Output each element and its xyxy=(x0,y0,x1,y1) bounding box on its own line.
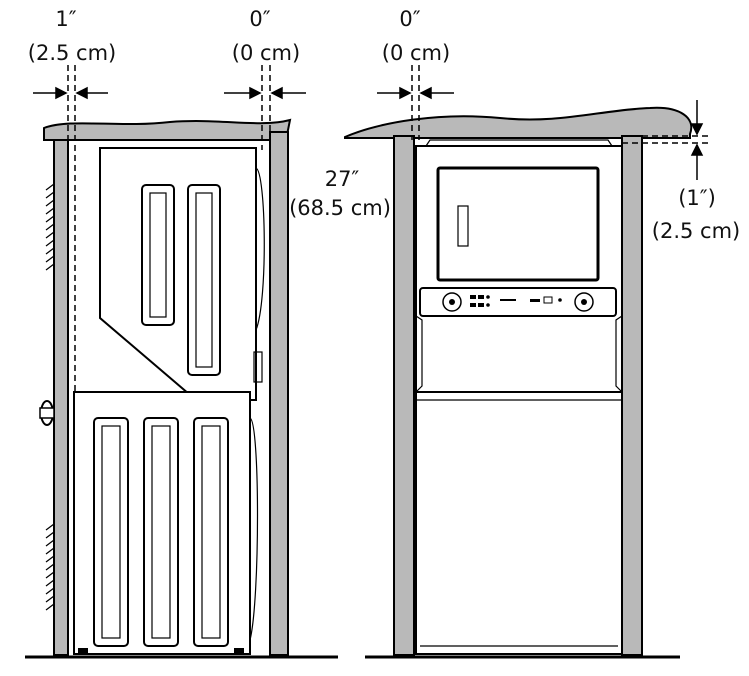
washer-slot-1 xyxy=(93,417,129,647)
top-gap-arrows xyxy=(690,100,704,180)
dryer-unit-side xyxy=(99,147,257,401)
wall-hatch-upper xyxy=(45,183,55,271)
cabinet-top-front xyxy=(344,106,693,139)
wall-hatch-lower xyxy=(45,523,55,611)
washer-slot-3 xyxy=(193,417,229,647)
dryer-back-bulge xyxy=(255,167,265,331)
dryer-slot-1-inner xyxy=(149,192,167,318)
dryer-slot-2-inner xyxy=(195,192,213,368)
washer-back-bulge xyxy=(249,417,259,641)
appliance-top-bevel xyxy=(425,139,613,147)
washer-slot-2 xyxy=(143,417,179,647)
left-wall-side xyxy=(53,139,69,656)
control-panel xyxy=(419,287,617,317)
top-gap-metric: (2.5 cm) xyxy=(652,219,740,243)
left-wall-front xyxy=(393,135,415,656)
control-buttons xyxy=(470,295,562,307)
back-gap-arrows xyxy=(224,86,306,100)
top-gap-label: (1″) xyxy=(678,186,716,210)
side-gap-metric: (2.5 cm) xyxy=(28,41,116,65)
depth-metric: (68.5 cm) xyxy=(289,196,391,220)
right-wall-front xyxy=(621,135,643,656)
right-dial-knob xyxy=(574,292,594,312)
left-dial-knob xyxy=(442,292,462,312)
front-gap-label: 0″ xyxy=(399,7,420,31)
dryer-vent-box xyxy=(253,351,263,383)
front-gap-metric: (0 cm) xyxy=(382,41,450,65)
cabinet-top-side xyxy=(43,118,292,141)
washer-foot-back xyxy=(234,648,244,655)
water-valve-icon xyxy=(39,400,55,426)
dryer-door-handle xyxy=(457,205,469,247)
dryer-slot-2 xyxy=(187,184,221,376)
mid-trim-right xyxy=(615,315,623,393)
back-gap-label: 0″ xyxy=(249,7,270,31)
side-gap-arrows xyxy=(33,86,108,100)
dryer-door xyxy=(436,166,600,282)
washer-slot-2-inner xyxy=(151,425,171,639)
side-view: 1″ (2.5 cm) 0″ (0 cm) xyxy=(25,7,338,659)
washer-foot-front xyxy=(78,648,88,655)
back-gap-metric: (0 cm) xyxy=(232,41,300,65)
mid-trim xyxy=(415,315,423,393)
front-view xyxy=(344,65,708,659)
right-wall-side xyxy=(269,131,289,656)
depth-label: 27″ xyxy=(325,167,360,191)
dryer-slot-1 xyxy=(141,184,175,326)
front-gap-arrows xyxy=(377,86,454,100)
washer-slot-1-inner xyxy=(101,425,121,639)
side-gap-label: 1″ xyxy=(55,7,76,31)
washer-slot-3-inner xyxy=(201,425,221,639)
